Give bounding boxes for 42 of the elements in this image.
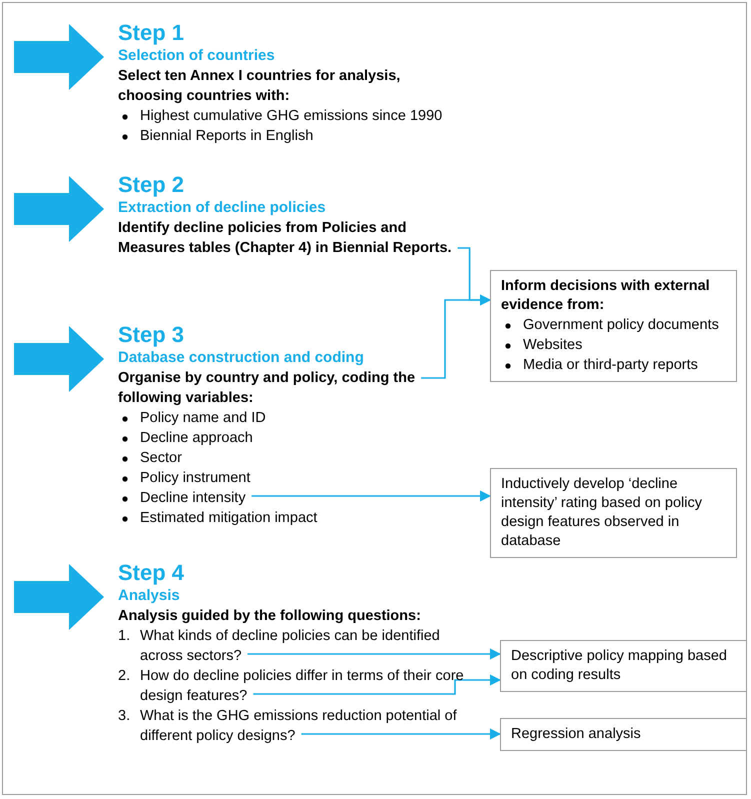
bullet-item: Estimated mitigation impact [140,510,318,526]
bullet-item: Policy instrument [140,470,250,486]
bullet-item: Biennial Reports in English [140,128,314,144]
bullet-item: Websites [523,337,582,353]
connector-arrow [248,648,502,660]
note-box [490,468,737,558]
connector-arrow [301,728,502,740]
bullet-item: Sector [140,450,182,466]
step-subtitle: Database construction and coding [118,348,365,368]
step-description: Analysis guided by the following questions: [118,607,422,626]
connector-arrow [252,490,492,502]
note-box [490,270,737,382]
bullet-item: Policy name and ID [140,410,266,426]
bullet-item: Highest cumulative GHG emissions since 1990 [140,108,442,124]
list-number: 2. [118,667,130,686]
note-text: Inductively develop ‘decline intensity’ rating based on policy design features observed in database [501,475,703,551]
step-heading: Step 1 [118,20,186,46]
bullet-item: Decline approach [140,430,253,446]
note-box [500,640,747,692]
step-subtitle: Selection of countries [118,46,276,66]
note-text: Inform decisions with external evidence from: [501,277,711,315]
note-box [500,718,747,751]
connector-arrow [421,294,492,379]
bullet-item: Government policy documents [523,317,719,333]
note-text: Regression analysis [511,725,642,744]
step-description: Select ten Annex I countries for analysis, choosing countries with: [118,67,402,106]
step-heading: Step 3 [118,322,186,348]
question-text: What kinds of decline policies can be identified across sectors? [140,628,440,664]
step-subtitle: Extraction of decline policies [118,198,327,218]
step-heading: Step 2 [118,172,186,198]
question-text: How do decline policies differ in terms of their core design features? [140,668,464,704]
question-text: What is the GHG emissions reduction potential of different policy designs? [140,708,457,744]
note-text: Descriptive policy mapping based on coding results [511,647,728,685]
bullet-item: Decline intensity [140,490,246,506]
list-number: 1. [118,627,130,646]
step-heading: Step 4 [118,560,186,586]
bullet-item: Media or third-party reports [523,357,698,373]
step-subtitle: Analysis [118,586,181,606]
step-description: Organise by country and policy, coding the following variables: [118,369,416,408]
list-number: 3. [118,707,130,726]
connector-arrow [253,674,502,695]
step-description: Identify decline policies from Policies and Measures tables (Chapter 4) in Biennial Reports. [118,219,453,258]
